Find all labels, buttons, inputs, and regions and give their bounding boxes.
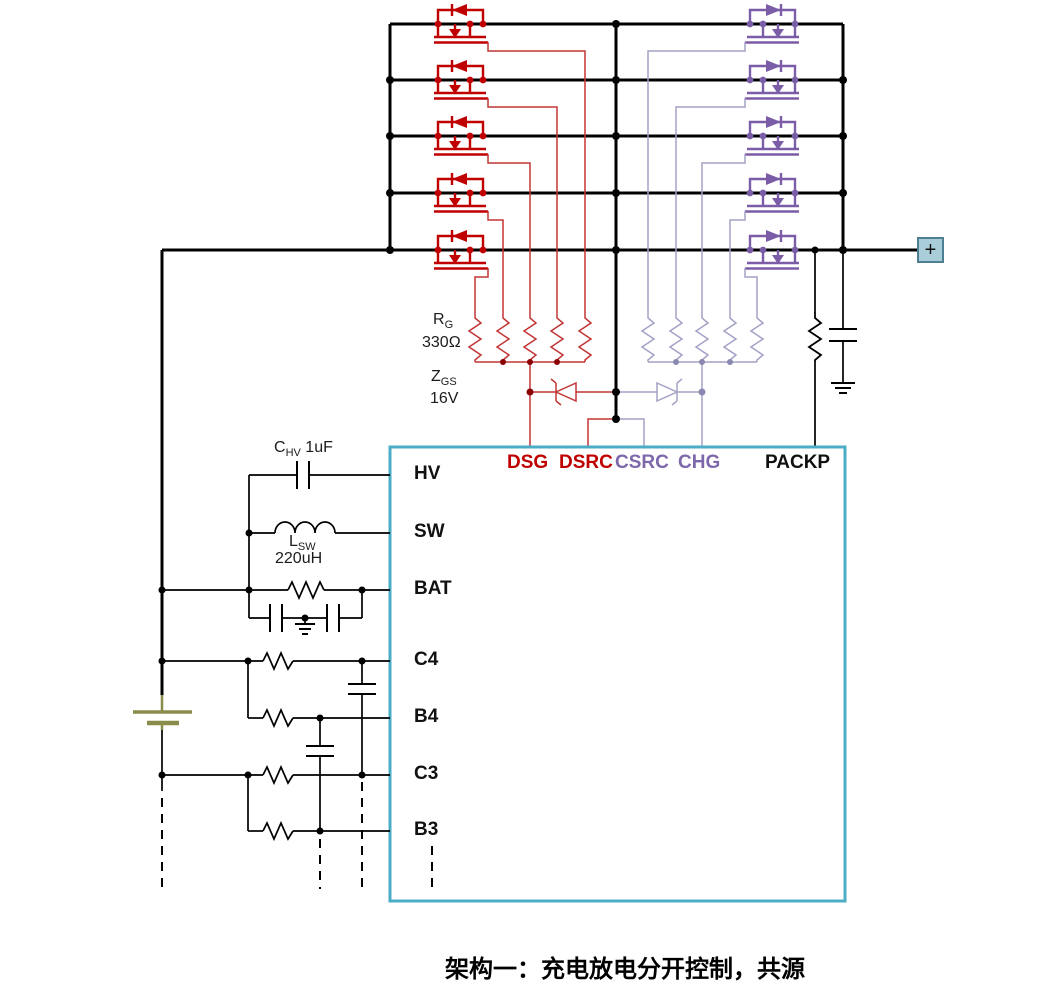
discharge-gate-lines: [474, 42, 586, 312]
hv-cap-branch: [248, 461, 390, 590]
cell-sense-network: [158, 650, 433, 889]
pin-label-hv: HV: [414, 463, 441, 484]
pin-label-c3: C3: [414, 763, 439, 784]
diagram-caption: 架构一：充电放电分开控制，共源: [445, 957, 805, 983]
battery-branch: [133, 250, 192, 894]
ground-icon: [831, 382, 855, 394]
pin-label-csrc: CSRC: [615, 452, 669, 473]
pin-label-packp: PACKP: [765, 452, 831, 473]
pin-label-dsrc: DSRC: [559, 452, 613, 473]
gate-zener-label: ZGS: [431, 368, 457, 389]
pin-label-bat: BAT: [414, 578, 452, 599]
pack-positive-terminal: +: [917, 237, 944, 263]
ground-icon: [295, 618, 315, 635]
packp-filter: [808, 246, 857, 447]
gate-resistor-label: RG: [433, 311, 454, 332]
gate-resistor-value: 330Ω: [422, 334, 461, 351]
charge-gate-lines: [647, 42, 758, 312]
pin-label-b4: B4: [414, 706, 439, 727]
zener-charge: [616, 378, 706, 406]
pin-label-c4: C4: [414, 649, 439, 670]
source-zener-junction: [612, 388, 620, 396]
sw-inductor-branch: [245, 521, 390, 537]
gate-resistors-discharge: [468, 311, 592, 447]
source-sense-wires: [587, 415, 645, 447]
sw-inductor-label: LSW: [289, 533, 316, 554]
pin-label-b3: B3: [414, 819, 439, 840]
ic-box: [388, 445, 847, 903]
pin-label-sw: SW: [414, 521, 445, 542]
plus-icon: +: [924, 238, 937, 261]
bat-filter-branch: [158, 579, 390, 635]
battery-symbol: [133, 695, 192, 730]
pin-label-dsg: DSG: [507, 452, 549, 473]
power-bus: [162, 20, 917, 420]
hv-cap-label: CHV 1uF: [274, 439, 333, 460]
gate-resistors-charge: [641, 311, 764, 447]
zener-discharge: [526, 378, 616, 406]
pin-label-chg: CHG: [678, 452, 721, 473]
gate-zener-value: 16V: [430, 390, 459, 407]
sw-inductor-value: 220uH: [275, 550, 323, 567]
